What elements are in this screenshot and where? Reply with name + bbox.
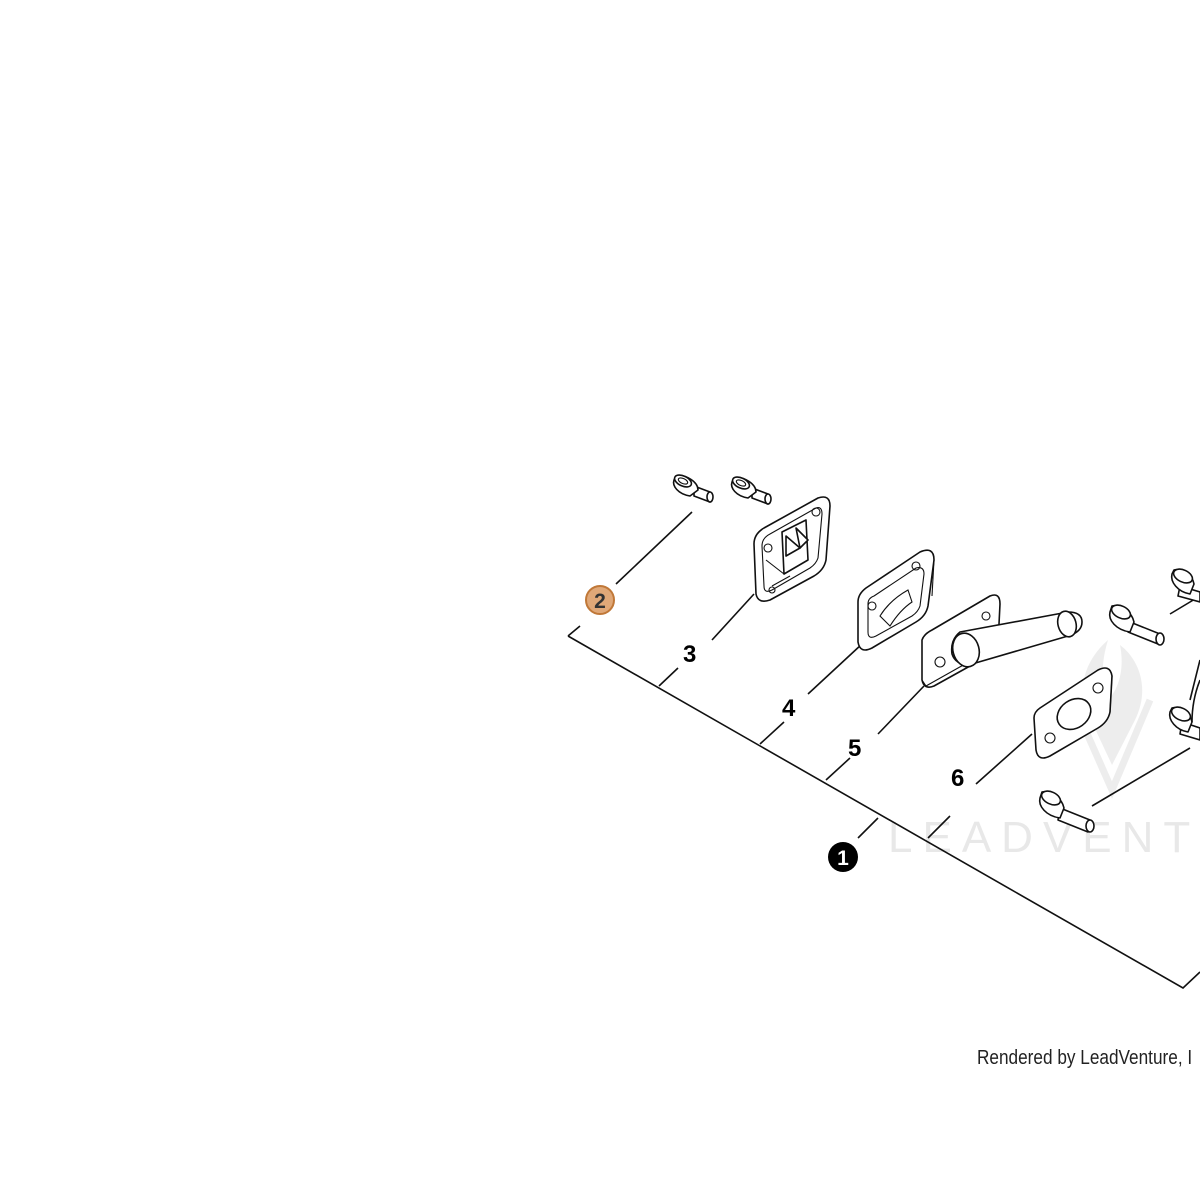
callout-3: 3 (683, 641, 696, 668)
highlight-badge-label: 2 (594, 590, 606, 613)
screw-icon (730, 476, 772, 505)
leader-lines (615, 511, 1200, 839)
screw-icon (1108, 604, 1165, 646)
gasket-icon (857, 549, 935, 651)
screw-icon (1168, 706, 1200, 741)
leadventure-watermark: LEADVENT (888, 640, 1200, 862)
reed-valve-icon (753, 496, 831, 602)
callout-5: 5 (848, 735, 861, 762)
watermark-text: LEADVENT (888, 813, 1200, 862)
screw-icon (1170, 568, 1200, 603)
screw-icon (1038, 790, 1095, 833)
screw-icon (672, 474, 714, 503)
highlight-badge[interactable]: 2 (585, 585, 615, 615)
assembly-bracket (567, 625, 1200, 989)
edge-leader (1191, 679, 1200, 723)
assembly-badge[interactable]: 1 (828, 842, 858, 872)
assembly-badge-label: 1 (837, 847, 849, 870)
render-credit: Rendered by LeadVenture, I (977, 1047, 1193, 1069)
callout-4: 4 (782, 695, 796, 722)
intake-pipe-icon (921, 594, 1083, 688)
insulator-icon (1033, 667, 1113, 759)
callout-6: 6 (951, 765, 964, 792)
